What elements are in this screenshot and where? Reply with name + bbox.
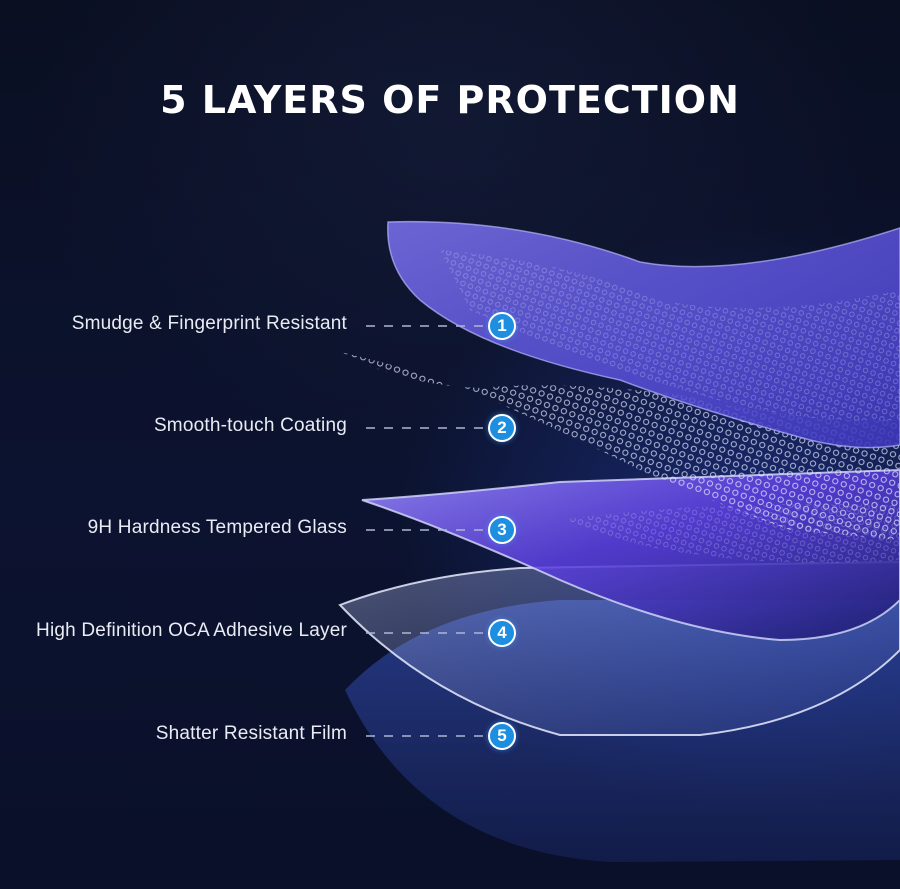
layer-4-label: High Definition OCA Adhesive Layer — [36, 620, 347, 641]
page-title: 5 LAYERS OF PROTECTION — [160, 78, 740, 122]
layer-5-label: Shatter Resistant Film — [155, 723, 347, 744]
layer-4-number-badge: 4 — [488, 619, 516, 647]
leader-lines — [366, 325, 484, 737]
layer-3-label: 9H Hardness Tempered Glass — [87, 517, 347, 538]
layer-2-coating — [340, 352, 900, 540]
layer-1-label: Smudge & Fingerprint Resistant — [71, 313, 347, 334]
layer-2-number-badge: 2 — [488, 414, 516, 442]
layer-2-label: Smooth-touch Coating — [153, 415, 347, 436]
layer-1-number-badge: 1 — [488, 312, 516, 340]
layer-5-number-badge: 5 — [488, 722, 516, 750]
layer-3-number-badge: 3 — [488, 516, 516, 544]
